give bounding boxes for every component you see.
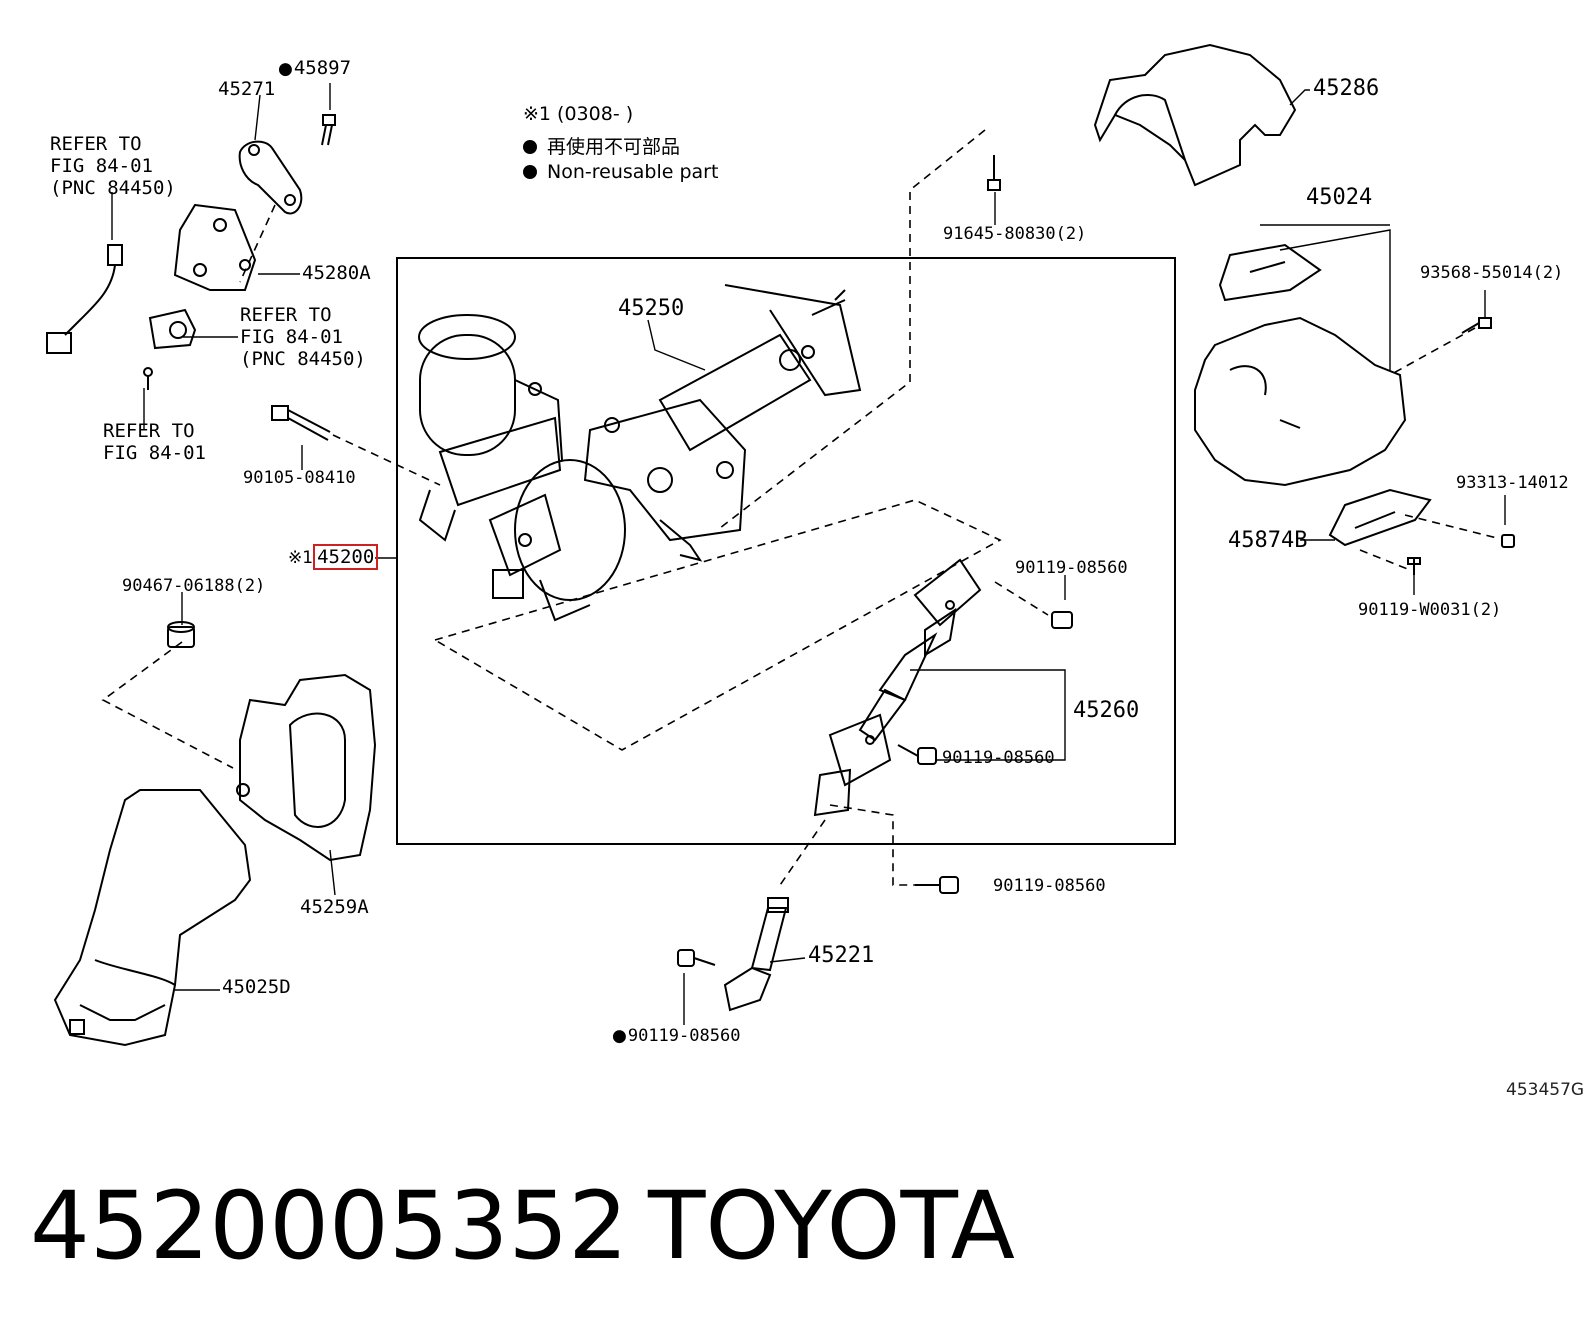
part-label-45874B[interactable]: 45874B	[1228, 528, 1308, 553]
part-label-90119-W0031[interactable]: 90119-W0031(2)	[1358, 600, 1502, 620]
legend-jp-text: 再使用不可部品	[547, 136, 681, 158]
cover-45024-drawing	[1194, 243, 1407, 487]
cover-45259A-drawing	[236, 673, 377, 862]
bullet-icon	[523, 165, 537, 179]
part-label-90105-08410[interactable]: 90105-08410	[243, 468, 356, 488]
nut-90467-drawing	[167, 621, 195, 648]
part-label-45025D[interactable]: 45025D	[222, 976, 291, 998]
footer-brand: TOYOTA	[648, 1172, 1015, 1281]
refer-a-line3: (PNC 84450)	[50, 177, 176, 199]
bolt-45897-drawing	[321, 114, 336, 146]
part-label-93313-14012[interactable]: 93313-14012	[1456, 473, 1569, 493]
part-label-45024[interactable]: 45024	[1306, 185, 1373, 210]
clamp-45271-drawing	[238, 140, 303, 215]
part-label-45260[interactable]: 45260	[1073, 698, 1140, 723]
legend-nonreusable-en: Non-reusable part	[523, 163, 718, 182]
footer-part-number: 4520005352	[30, 1172, 629, 1281]
part-label-45286[interactable]: 45286	[1313, 76, 1380, 101]
bracket-45280A-drawing	[173, 203, 257, 291]
bolt-90105-drawing	[271, 405, 331, 441]
refer-b-line2[interactable]: FIG 84-01	[240, 326, 343, 348]
part-label-90467-06188[interactable]: 90467-06188(2)	[122, 576, 266, 596]
column-tube-drawing	[583, 284, 862, 562]
refer-c-line2[interactable]: FIG 84-01	[103, 442, 206, 464]
refer-c-line1: REFER TO	[103, 420, 195, 442]
bullet-icon	[523, 140, 537, 154]
refer-a-line2[interactable]: FIG 84-01	[50, 155, 153, 177]
part-label-45271[interactable]: 45271	[218, 78, 276, 100]
dashed-guides	[101, 129, 1498, 889]
part-label-45897[interactable]: 45897	[278, 59, 351, 78]
part-label-90119-08560-b[interactable]: 90119-08560	[942, 748, 1055, 768]
part-label-45259A[interactable]: 45259A	[300, 896, 369, 918]
switch-wire-drawing	[46, 244, 197, 390]
part-label-45280A[interactable]: 45280A	[302, 262, 371, 284]
refer-a-line1: REFER TO	[50, 133, 142, 155]
part-label-90119-08560-c[interactable]: 90119-08560	[993, 876, 1106, 896]
shaft-45221-drawing	[723, 897, 789, 1012]
legend-note-title: ※1 (0308- )	[523, 103, 634, 125]
non-reusable-mark: ※1	[288, 548, 314, 568]
part-label-45221[interactable]: 45221	[808, 943, 875, 968]
part-label-45250[interactable]: 45250	[618, 296, 685, 321]
refer-b-line3: (PNC 84450)	[240, 348, 366, 370]
part-label-90119-08560-d[interactable]: 90119-08560	[612, 1028, 741, 1045]
part-label-90119-08560-a[interactable]: 90119-08560	[1015, 558, 1128, 578]
column-lower-joint-drawing	[488, 459, 626, 622]
intermediate-shaft-drawing	[813, 558, 982, 817]
refer-b-line1: REFER TO	[240, 304, 332, 326]
part-label-93568-55014[interactable]: 93568-55014(2)	[1420, 263, 1564, 283]
part-label-91645-80830[interactable]: 91645-80830(2)	[943, 224, 1087, 244]
part-label-45200[interactable]: 45200	[313, 544, 379, 570]
figure-code: 453457G	[1506, 1080, 1585, 1100]
legend-en-text: Non-reusable part	[547, 161, 719, 183]
legend-nonreusable-jp: 再使用不可部品	[523, 138, 680, 157]
assembly-frame	[396, 257, 1176, 845]
bracket-45874B-drawing	[1328, 488, 1432, 547]
small-screws-drawing	[677, 155, 1515, 967]
column-motor-drawing	[418, 314, 563, 542]
cover-45286-drawing	[1093, 43, 1297, 187]
boot-45025D-drawing	[53, 789, 252, 1047]
